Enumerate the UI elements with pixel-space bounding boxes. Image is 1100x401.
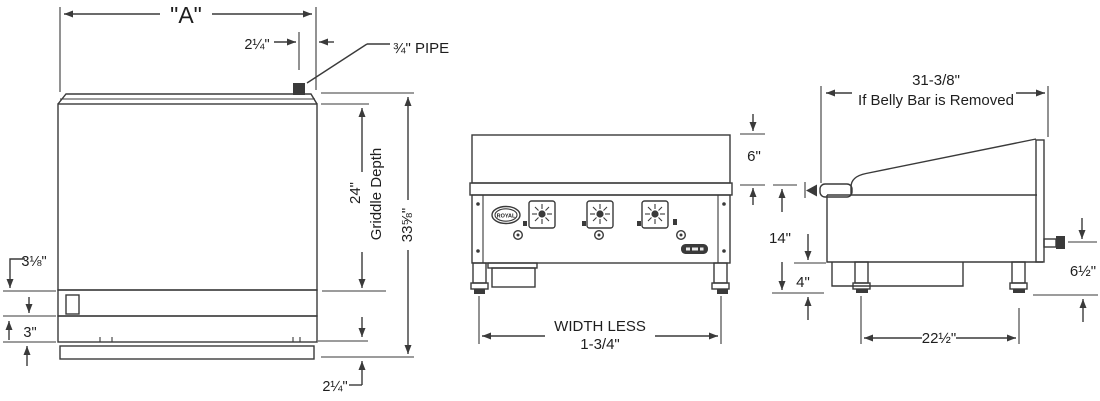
dim-width-less-line1: WIDTH LESS: [554, 318, 646, 335]
gas-pipe-plan: [293, 83, 305, 95]
screw: [722, 202, 726, 206]
dim-overall-depth: 33⅝": [321, 92, 416, 358]
panel-screw-3: [676, 229, 687, 240]
dim-pipe-offset: 2¼": [244, 32, 334, 70]
dim-depth-value: 31-3/8": [912, 72, 960, 89]
dim-width-less: WIDTH LESS 1-3/4": [478, 296, 722, 353]
screw: [476, 202, 480, 206]
pilot-indicator: [673, 219, 677, 225]
gas-pipe-side: [804, 182, 853, 198]
nameplate-badge: [681, 244, 708, 254]
front-view: ROYAL: [469, 114, 765, 353]
pilot-indicator: [582, 221, 586, 226]
dim-depth-note: If Belly Bar is Removed: [858, 92, 1014, 109]
dim-leg-spacing: 22½": [860, 296, 1020, 347]
pipe-callout-label: ¾" PIPE: [393, 40, 449, 57]
plan-front-section: [57, 289, 318, 317]
pilot-indicator: [637, 221, 641, 226]
brand-logo: ROYAL: [491, 205, 521, 225]
front-left-leg: [470, 262, 489, 294]
dim-width-less-line2: 1-3/4": [580, 336, 620, 353]
dim-overall-depth-label: 33⅝": [399, 208, 416, 243]
plan-base-plate: [59, 345, 315, 360]
dim-pipe-offset-label: 2¼": [244, 37, 269, 53]
screw: [722, 249, 726, 253]
dim-leg-height-label: 4": [796, 274, 810, 291]
dim-body-height: 14": [769, 184, 824, 294]
brand-logo-text: ROYAL: [497, 214, 516, 220]
front-control-panel: [471, 194, 731, 264]
plan-view: "A" 2¼" ¾" PIPE 24" Griddle Depth: [3, 2, 449, 395]
dim-depth: 31-3/8" If Belly Bar is Removed: [820, 72, 1049, 183]
front-top-band: [471, 134, 731, 184]
dim-griddle-depth-value: 24": [347, 182, 364, 204]
dim-base-offset: 2¼": [318, 317, 368, 395]
panel-screw-2: [594, 229, 605, 240]
dim-A-label: "A": [170, 2, 202, 28]
pipe-callout: ¾" PIPE: [306, 40, 449, 84]
side-right-leg: [1009, 261, 1028, 293]
side-left-leg: [852, 261, 871, 293]
grease-drawer[interactable]: [487, 262, 538, 288]
dim-front-section-label: 3⅛": [21, 254, 46, 270]
side-front-plate: [1035, 139, 1045, 263]
dim-top-height-label: 6": [747, 148, 761, 165]
dim-lower-section: 3": [5, 321, 37, 366]
side-view: 31-3/8" If Belly Bar is Removed: [769, 72, 1098, 347]
dim-front-section: 3⅛": [3, 254, 56, 343]
dim-leg-spacing-label: 22½": [922, 330, 957, 347]
control-knob-1[interactable]: [528, 200, 556, 229]
plan-valve-detail: [65, 294, 80, 315]
front-ledge: [469, 182, 733, 196]
panel-screw-1: [513, 229, 524, 240]
control-knob-3[interactable]: [641, 200, 669, 229]
side-splash-wedge: [850, 138, 1037, 195]
control-knob-2[interactable]: [586, 200, 614, 229]
side-body: [826, 195, 1043, 263]
dim-top-height: 6": [740, 114, 765, 205]
dim-valve-height-label: 6½": [1070, 263, 1096, 280]
dim-griddle-depth-text: Griddle Depth: [368, 148, 385, 241]
dim-A: "A": [59, 2, 317, 92]
dim-griddle-depth: 24" Griddle Depth: [321, 103, 386, 292]
plan-body: [57, 103, 318, 291]
gas-valve[interactable]: [1043, 236, 1065, 249]
dim-lower-section-label: 3": [23, 325, 36, 341]
dim-body-height-label: 14": [769, 230, 791, 247]
screw: [476, 249, 480, 253]
dim-base-offset-label: 2¼": [322, 379, 347, 395]
dim-valve-height: 6½": [1033, 218, 1098, 322]
dim-leg-height: 4": [794, 234, 826, 320]
pilot-indicator: [523, 221, 527, 226]
side-tray: [831, 262, 964, 287]
front-right-leg: [711, 262, 730, 294]
plan-lower-section: [57, 315, 318, 343]
